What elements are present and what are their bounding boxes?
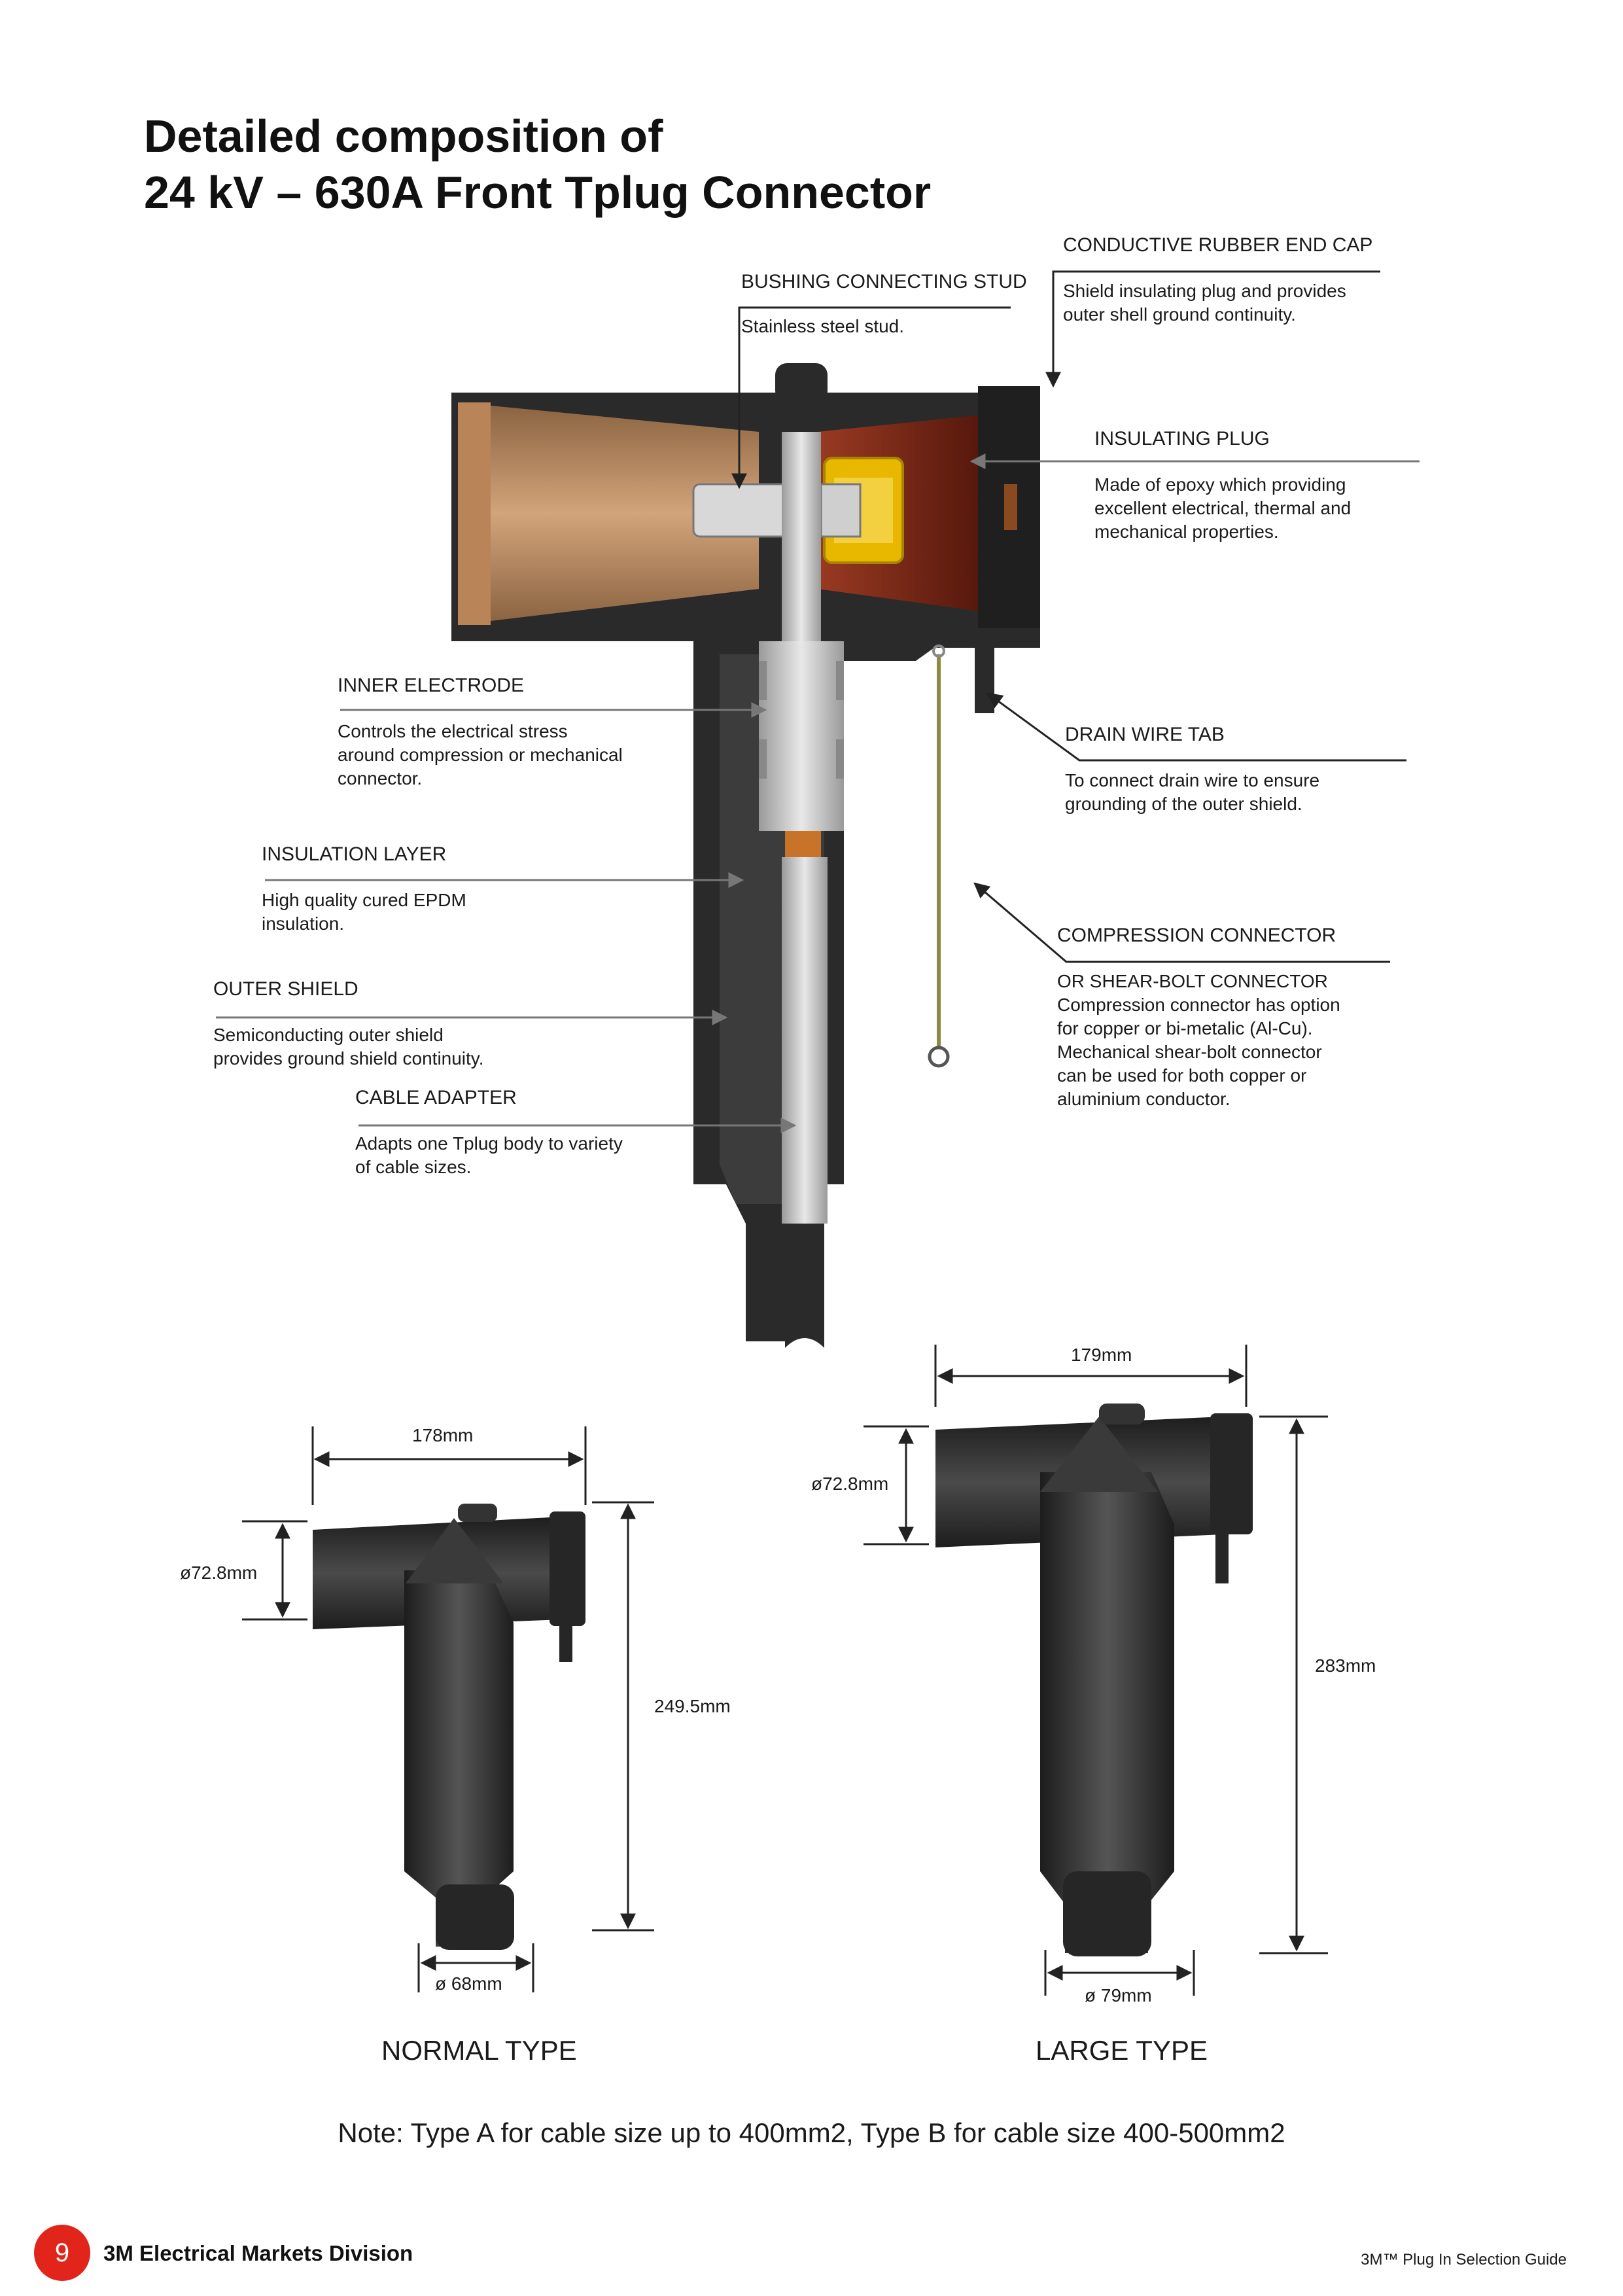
callout-compression-connector: COMPRESSION CONNECTOR OR SHEAR-BOLT CONN… [1057,924,1340,1111]
copper-joint [785,831,821,857]
callout-text: High quality cured EPDM insulation. [262,890,466,934]
title-line-1: Detailed composition of [144,111,663,162]
normal-diameter-label: ø72.8mm [180,1563,258,1583]
callout-heading: INSULATION LAYER [262,843,447,865]
callout-text: Semiconducting outer shield provides gro… [213,1025,484,1069]
large-type-dimension-lines [864,1345,1328,1996]
callout-bushing-stud: BUSHING CONNECTING STUD Stainless steel … [741,270,1027,338]
callout-text: OR SHEAR-BOLT CONNECTOR Compression conn… [1057,971,1340,1109]
normal-type-connector [313,1504,585,1950]
cable-conductor [782,857,828,1224]
stud-cap [775,363,828,402]
callout-insulation-layer: INSULATION LAYER High quality cured EPDM… [262,843,466,936]
leader-lines [216,270,1420,1133]
callout-cable-adapter: CABLE ADAPTER Adapts one Tplug body to v… [355,1086,623,1179]
callout-heading: INSULATING PLUG [1094,428,1270,450]
large-type-connector [935,1404,1253,1956]
title-line-2: 24 kV – 630A Front Tplug Connector [144,167,932,218]
drain-tab [975,628,994,713]
cable-jacket [785,1224,824,1348]
cross-section [451,363,1040,1348]
page-title: Detailed composition of 24 kV – 630A Fro… [144,108,931,221]
callout-heading: BUSHING CONNECTING STUD [741,271,1027,292]
callout-heading: INNER ELECTRODE [338,675,525,696]
callout-text: Made of epoxy which providing excellent … [1094,474,1352,542]
large-height-label: 283mm [1315,1655,1376,1676]
normal-type-label: NORMAL TYPE [381,2035,577,2066]
footnote: Note: Type A for cable size up to 400mm2… [338,2117,1285,2148]
callout-heading: CABLE ADAPTER [355,1087,517,1108]
callout-inner-electrode: INNER ELECTRODE Controls the electrical … [338,674,623,790]
callout-heading: DRAIN WIRE TAB [1065,724,1225,745]
callout-text: Shield insulating plug and provides oute… [1063,281,1346,325]
callout-text: Adapts one Tplug body to variety of cabl… [355,1133,623,1177]
bushing-cone [458,402,759,625]
vertical-stud [782,432,821,641]
large-bottom-diameter-label: ø 79mm [1085,1985,1152,2005]
callout-text: To connect drain wire to ensure groundin… [1065,770,1320,814]
callout-drain-wire-tab: DRAIN WIRE TAB To connect drain wire to … [1065,723,1319,816]
large-type-label: LARGE TYPE [1036,2035,1208,2066]
page-number: 9 [54,2238,70,2267]
callout-insulating-plug: INSULATING PLUG Made of epoxy which prov… [1094,427,1351,544]
callout-heading: CONDUCTIVE RUBBER END CAP [1063,234,1373,256]
inner-electrode [759,641,844,831]
callout-text: Stainless steel stud. [741,316,905,336]
callout-text: Controls the electrical stress around co… [338,721,623,788]
normal-type-dimension-lines [242,1426,654,1992]
callout-heading: COMPRESSION CONNECTOR [1057,925,1336,946]
normal-bottom-diameter-label: ø 68mm [435,1973,502,1994]
callout-outer-shield: OUTER SHIELD Semiconducting outer shield… [213,978,484,1070]
page-number-badge: 9 [34,2225,90,2281]
callout-heading: OUTER SHIELD [213,978,358,1000]
division-name: 3M Electrical Markets Division [103,2241,413,2265]
guide-name: 3M™ Plug In Selection Guide [1361,2251,1567,2269]
normal-height-label: 249.5mm [654,1696,731,1716]
large-width-label: 179mm [1071,1345,1132,1365]
large-diameter-label: ø72.8mm [811,1474,889,1494]
normal-width-label: 178mm [412,1425,474,1445]
callout-end-cap: CONDUCTIVE RUBBER END CAP Shield insulat… [1063,234,1372,327]
